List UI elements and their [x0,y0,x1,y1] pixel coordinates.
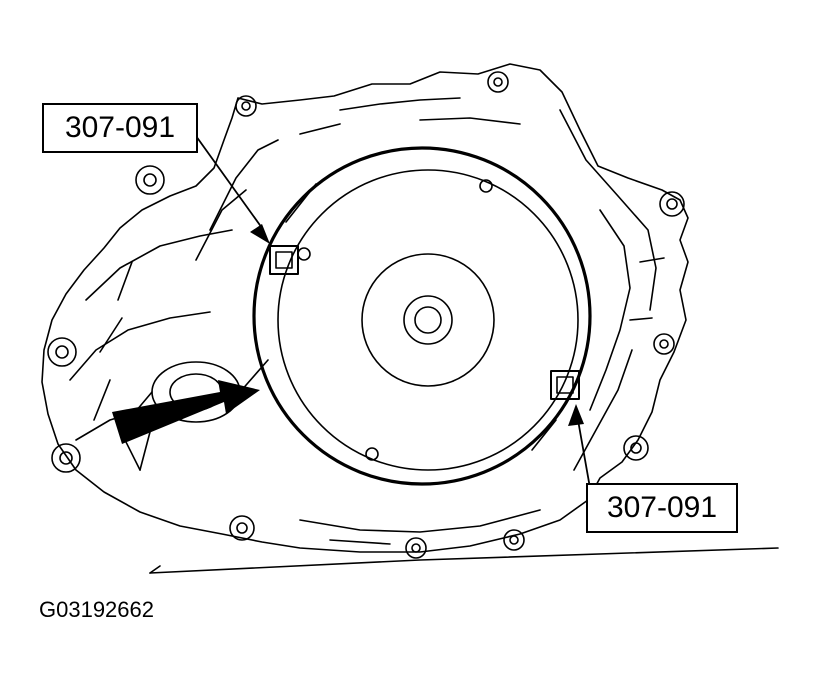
bolt-top-mid-inner [241,101,251,111]
left-bracket [209,139,279,231]
alignment-tool-top-inner [275,251,293,269]
figure-id: G03192662 [39,597,154,622]
ground-line [149,547,779,574]
left-housing-inner-2 [69,311,211,381]
bolt-left-mid-inner [55,345,69,359]
bolt-bottom-mid [503,529,525,551]
left-bracket-2 [195,189,247,261]
alignment-tool-bottom [550,370,580,400]
right-housing-inner-2 [589,209,631,411]
tool-callout-top: 307-091 [42,103,198,153]
left-rib-4 [139,431,151,471]
direction-arrow [112,380,260,444]
bolt-bottom-right-inner [411,543,421,553]
rotation-arrow-bottom [531,419,557,451]
tool-number-label: 307-091 [64,111,176,144]
converter-ring [252,146,592,486]
alignment-tool-top [269,245,299,275]
leader-line-top [195,135,263,229]
bolt-right-mid-inner [659,339,669,349]
converter-hub-ring [361,253,495,387]
bolt-right-top [659,191,685,217]
right-housing-inner-3 [573,349,633,471]
pointer-arrowhead-top [250,224,270,244]
top-rib-2 [299,123,341,135]
converter-hub-inner [403,295,453,345]
right-rib-2 [629,317,653,321]
bolt-right-low-inner [630,442,642,454]
bolt-top-right [487,71,509,93]
bolt-bottom-right [405,537,427,559]
bolt-right-low [623,435,649,461]
converter-hub-center [414,306,442,334]
left-rib-3 [93,379,111,421]
right-housing-inner [559,109,657,311]
bolt-left-mid [47,337,77,367]
rotation-arrow-top [285,183,317,223]
bolt-left-low [51,443,81,473]
bottom-rib-2 [329,539,391,545]
bolt-top-right-inner [493,77,503,87]
left-housing-inner [85,229,233,301]
tool-number-label: 307-091 [606,491,718,524]
ground-line-2 [149,565,161,574]
converter-stud-bottom [365,447,379,461]
housing-outline [41,63,689,553]
converter-stud-top [479,179,493,193]
pointer-arrowhead-bottom [568,404,584,426]
bolt-left-top [143,173,157,187]
converter-face [277,169,579,471]
tool-callout-bottom: 307-091 [586,483,738,533]
left-rib-2 [99,317,123,353]
bolt-right-mid [653,333,675,355]
converter-stud-left [297,247,311,261]
bolt-right-top-inner [666,198,678,210]
bolt-bottom-left [229,515,255,541]
leader-line-bottom [577,419,591,489]
top-rib-3 [419,117,521,125]
bolt-left-low-inner [59,451,73,465]
top-rib [339,97,461,111]
bottom-rib [299,509,541,533]
bolt-pad-left-top [135,165,165,195]
bolt-bottom-left-inner [236,522,248,534]
bolt-top-mid [235,95,257,117]
bolt-bottom-mid-inner [509,535,519,545]
right-rib [639,257,665,263]
left-rib [117,261,133,301]
alignment-tool-bottom-inner [556,376,574,394]
